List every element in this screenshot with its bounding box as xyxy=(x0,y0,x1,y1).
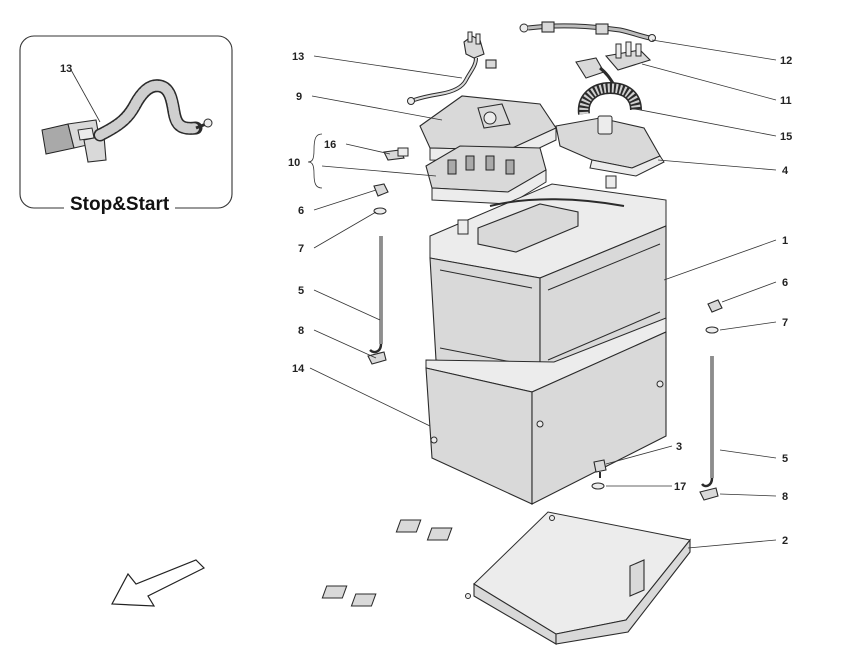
callout-5-left: 5 xyxy=(298,285,304,297)
cable-12 xyxy=(519,21,656,42)
callout-5-right: 5 xyxy=(782,453,788,465)
inset-connector xyxy=(41,119,107,163)
nut-6-right xyxy=(707,299,723,313)
inset-callout-13: 13 xyxy=(60,63,72,75)
callout-8-left: 8 xyxy=(298,325,304,337)
harness-13 xyxy=(407,31,497,105)
battery-1 xyxy=(429,175,667,383)
callout-9: 9 xyxy=(296,91,302,103)
callout-6-left: 6 xyxy=(298,205,304,217)
callout-15: 15 xyxy=(780,131,792,143)
rod-5-left xyxy=(369,236,383,354)
callout-7-right: 7 xyxy=(782,317,788,329)
washer-17 xyxy=(591,482,605,490)
callout-11: 11 xyxy=(780,95,792,107)
callout-17: 17 xyxy=(674,481,686,493)
clip-8-right xyxy=(699,487,719,501)
callout-numbers: 13 9 16 10 6 7 5 8 14 12 11 15 4 1 6 7 3… xyxy=(288,51,792,547)
callout-6-right: 6 xyxy=(782,277,788,289)
washer-7-right xyxy=(705,326,719,334)
clip-8-left xyxy=(367,351,387,365)
callout-4: 4 xyxy=(782,165,789,177)
callout-14: 14 xyxy=(292,363,305,375)
callout-2: 2 xyxy=(782,535,788,547)
fuse-16 xyxy=(383,147,409,161)
callout-3: 3 xyxy=(676,441,682,453)
rod-5-right xyxy=(701,356,714,488)
terminal-boot-15 xyxy=(577,81,642,115)
callout-7-left: 7 xyxy=(298,243,304,255)
terminal-cover-4 xyxy=(555,115,665,177)
inset-corrugated-cable xyxy=(93,79,213,142)
stop-start-inset: 13 xyxy=(19,35,233,209)
callout-1: 1 xyxy=(782,235,788,247)
battery-box-14 xyxy=(425,317,667,505)
fuse-box-10 xyxy=(425,145,547,205)
callout-8-right: 8 xyxy=(782,491,788,503)
callout-12: 12 xyxy=(780,55,792,67)
stop-start-label: Stop&Start xyxy=(64,194,176,216)
leader-lines xyxy=(307,39,777,549)
nut-6-left xyxy=(373,183,389,197)
callout-13: 13 xyxy=(292,51,304,63)
direction-arrow-icon xyxy=(111,559,206,607)
callout-16: 16 xyxy=(324,139,336,151)
connector-11 xyxy=(575,41,652,89)
callout-10: 10 xyxy=(288,157,300,169)
washer-7-left xyxy=(373,207,387,215)
bolt-3 xyxy=(593,459,607,478)
battery-bracket-2 xyxy=(321,511,691,645)
